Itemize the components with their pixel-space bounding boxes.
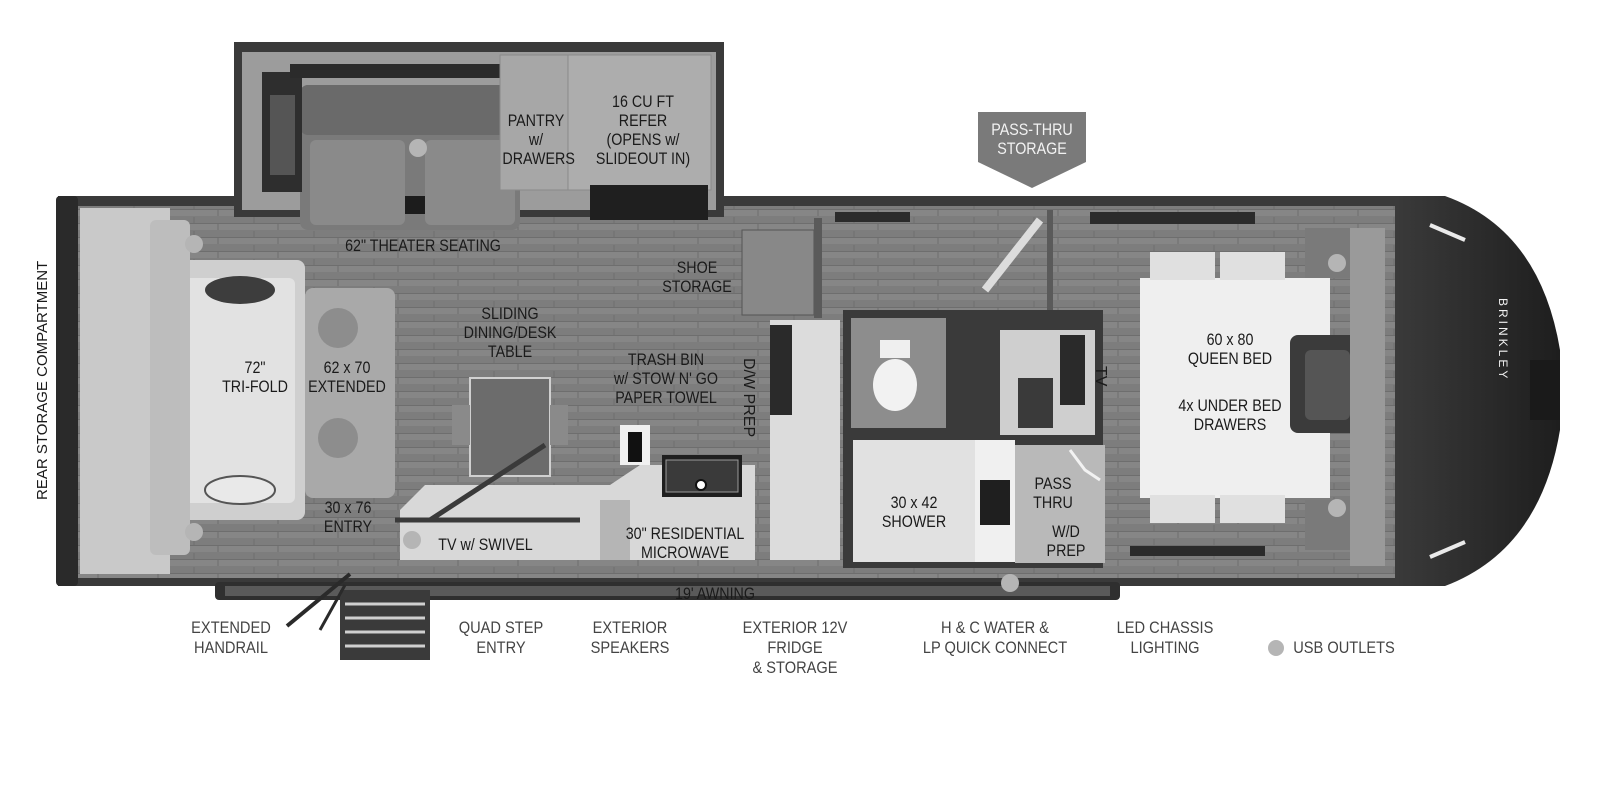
awning-label: 19' AWNING bbox=[675, 584, 755, 603]
shower bbox=[853, 440, 975, 562]
wd-prep-label: W/D PREP bbox=[1046, 522, 1086, 560]
shower-label: 30 x 42 SHOWER bbox=[881, 493, 947, 531]
trash-bin-label: TRASH BIN w/ STOW N' GO PAPER TOWEL bbox=[613, 350, 719, 407]
rear-storage-label: REAR STORAGE COMPARTMENT bbox=[34, 260, 51, 500]
pantry-label: PANTRY w/ DRAWERS bbox=[502, 111, 575, 168]
tv-label: TV bbox=[1092, 366, 1109, 387]
front-cap bbox=[1395, 196, 1560, 586]
trifold-label: 72" TRI-FOLD bbox=[222, 358, 288, 396]
rear-cap bbox=[56, 196, 78, 586]
quad-step-callout: QUAD STEP ENTRY bbox=[458, 618, 544, 657]
entry-label: 30 x 76 ENTRY bbox=[323, 498, 373, 536]
dining-table bbox=[469, 377, 551, 477]
usb-legend-dot bbox=[1268, 640, 1284, 656]
pantry-cabinet bbox=[499, 54, 569, 191]
theater-seating-label: 62" THEATER SEATING bbox=[345, 236, 501, 255]
pass-thru-arrow bbox=[978, 112, 1086, 188]
entry-steps bbox=[340, 590, 430, 660]
water-callout: H & C WATER & LP QUICK CONNECT bbox=[922, 618, 1068, 657]
extended-label: 62 x 70 EXTENDED bbox=[308, 358, 386, 396]
dining-label: SLIDING DINING/DESK TABLE bbox=[463, 304, 557, 361]
handrail-callout: EXTENDED HANDRAIL bbox=[191, 618, 271, 657]
pass-thru-label: PASS THRU bbox=[1033, 474, 1073, 512]
tv-swivel-label: TV w/ SWIVEL bbox=[438, 535, 533, 554]
refer-label: 16 CU FT REFER (OPENS w/ SLIDEOUT IN) bbox=[595, 92, 691, 168]
under-bed-label: 4x UNDER BED DRAWERS bbox=[1178, 396, 1282, 434]
refrigerator bbox=[567, 54, 712, 191]
handrail bbox=[285, 572, 352, 628]
shoe-storage bbox=[741, 229, 815, 316]
usb-legend-label: USB OUTLETS bbox=[1293, 638, 1395, 657]
queen-bed-label: 60 x 80 QUEEN BED bbox=[1187, 330, 1273, 368]
brand-logo: BRINKLEY bbox=[1496, 298, 1510, 382]
chassis-callout: LED CHASSIS LIGHTING bbox=[1116, 618, 1214, 657]
shoe-storage-label: SHOE STORAGE bbox=[662, 258, 732, 296]
fridge-callout: EXTERIOR 12V FRIDGE & STORAGE bbox=[742, 618, 848, 677]
speakers-callout: EXTERIOR SPEAKERS bbox=[590, 618, 670, 657]
pass-thru-storage-label: PASS-THRU STORAGE bbox=[991, 120, 1073, 158]
microwave-label: 30" RESIDENTIAL MICROWAVE bbox=[625, 524, 745, 562]
dw-prep-label: D/W PREP bbox=[740, 358, 757, 438]
